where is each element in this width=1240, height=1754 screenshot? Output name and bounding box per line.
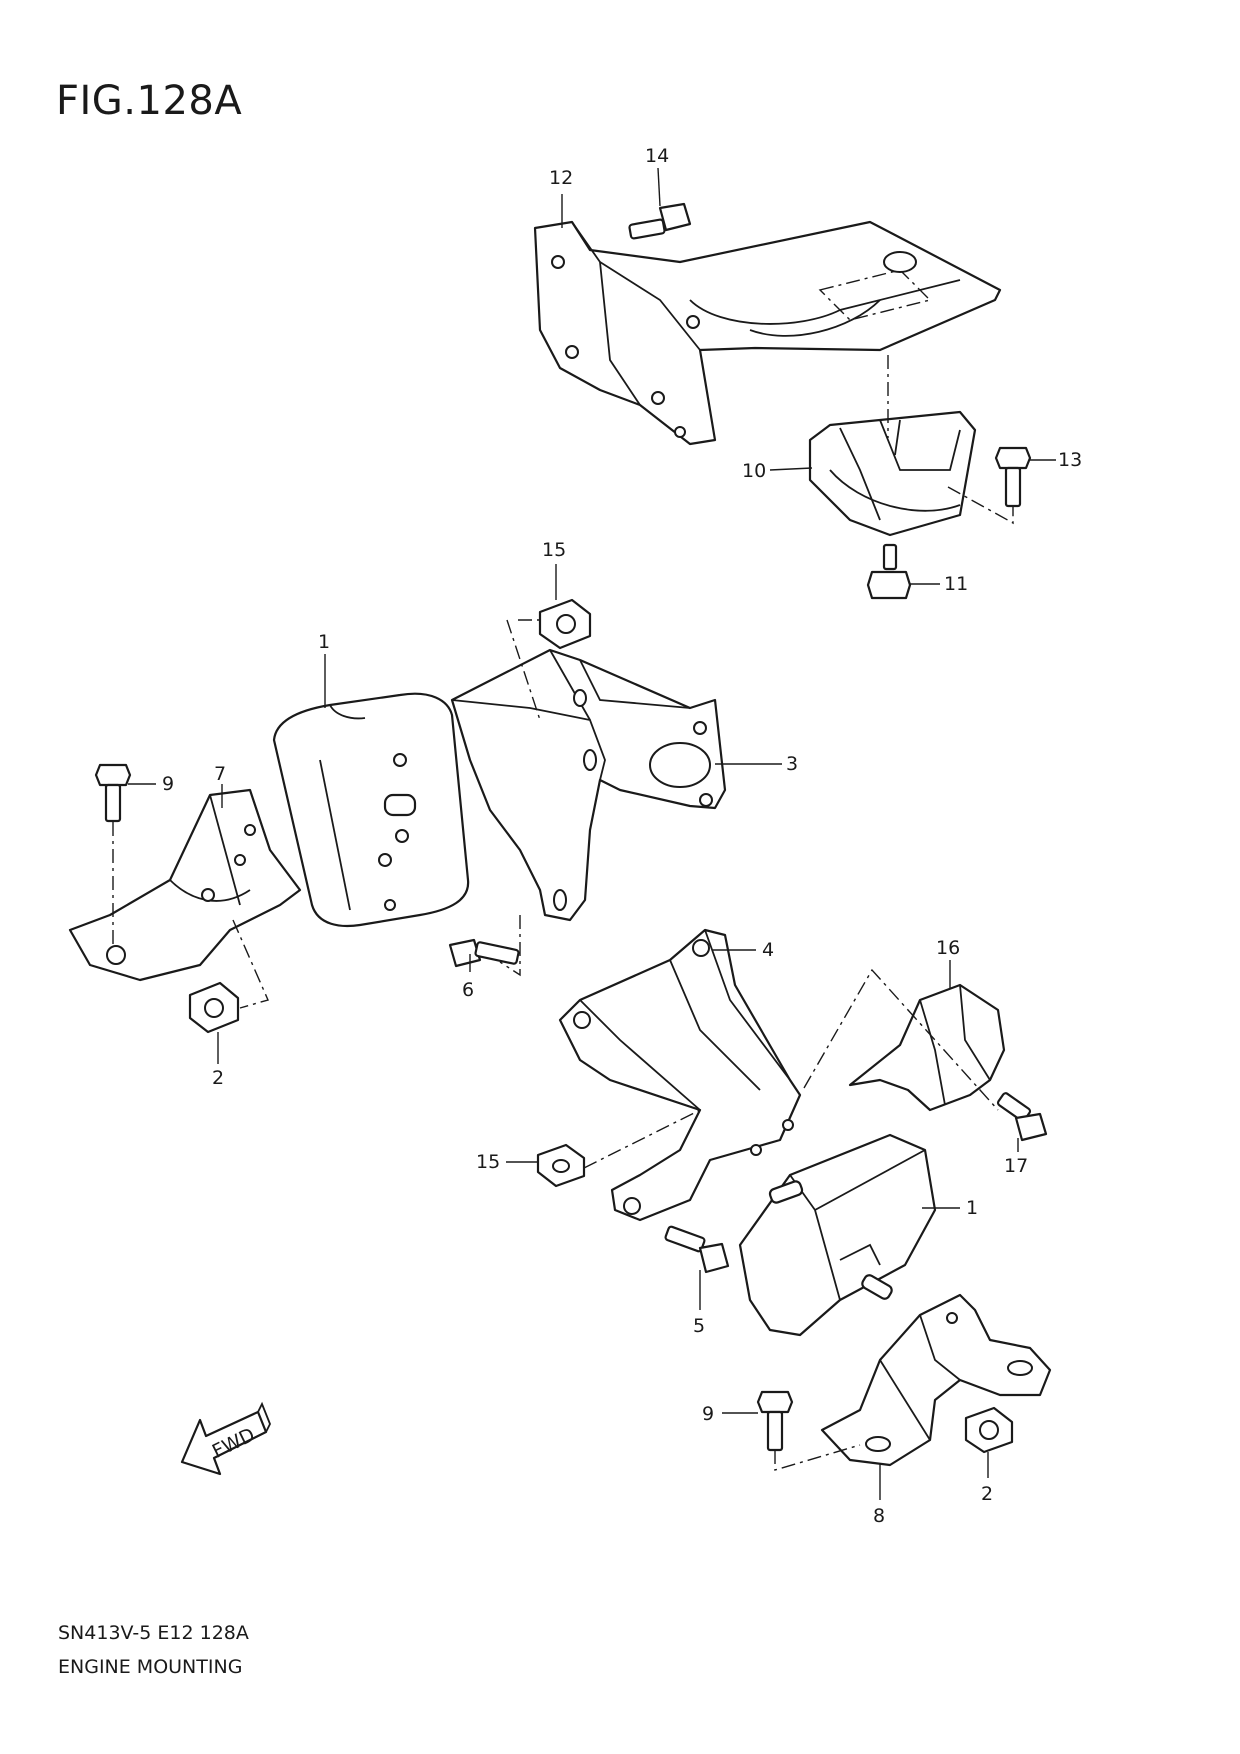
part-1-mount-right: [738, 1133, 937, 1337]
part-14-bolt: [628, 202, 692, 240]
part-2-nut-right: [964, 1406, 1014, 1454]
assembly-lines: [112, 355, 1014, 1471]
part-9-bolt-left: [94, 763, 132, 823]
callout-9-right: 9: [702, 1403, 714, 1425]
callout-1-right: 1: [966, 1197, 978, 1219]
fwd-arrow-icon: FWD: [180, 1401, 271, 1476]
figure-name: ENGINE MOUNTING: [58, 1656, 243, 1678]
callout-3: 3: [786, 753, 798, 775]
callout-8: 8: [873, 1505, 885, 1527]
callout-15-lower: 15: [476, 1151, 500, 1173]
callout-2-right: 2: [981, 1483, 993, 1505]
callout-15-top: 15: [542, 539, 566, 561]
callout-13: 13: [1058, 449, 1082, 471]
callout-7: 7: [214, 763, 226, 785]
figure-title: FIG.128A: [56, 78, 243, 124]
part-10-cushion: [808, 410, 977, 537]
part-15-nut-lower: [536, 1143, 586, 1188]
callout-6: 6: [462, 979, 474, 1001]
callout-9-left: 9: [162, 773, 174, 795]
part-12-bracket: [533, 220, 1002, 446]
part-1-mount-left: [272, 692, 470, 928]
callout-5: 5: [693, 1315, 705, 1337]
callout-1-left: 1: [318, 631, 330, 653]
callout-16: 16: [936, 937, 960, 959]
callout-14: 14: [645, 145, 669, 167]
figure-code: SN413V-5 E12 128A: [58, 1622, 249, 1644]
part-13-bolt: [994, 446, 1032, 508]
part-2-nut-left: [188, 981, 240, 1034]
callout-12: 12: [549, 167, 573, 189]
part-7-bracket: [68, 788, 302, 982]
part-4-bracket: [558, 928, 802, 1222]
callout-4: 4: [762, 939, 774, 961]
callout-17: 17: [1004, 1155, 1028, 1177]
callout-2-left: 2: [212, 1067, 224, 1089]
part-3-bracket: [450, 648, 727, 922]
part-8-bracket: [820, 1293, 1052, 1467]
part-11-stud: [866, 543, 912, 600]
part-9-bolt-right: [756, 1390, 794, 1452]
leader-lines: [128, 167, 1056, 1500]
callout-labels: 12 14 10 13 11 15 1 3 9 7 6 2 4 16 15 17…: [162, 145, 1082, 1527]
part-15-nut-top: [538, 598, 592, 650]
callout-11: 11: [944, 573, 968, 595]
part-16-bracket: [848, 983, 1006, 1112]
part-5-bolt: [664, 1225, 730, 1274]
part-6-bolt: [448, 938, 520, 968]
part-17-bolt: [996, 1092, 1048, 1142]
callout-10: 10: [742, 460, 766, 482]
